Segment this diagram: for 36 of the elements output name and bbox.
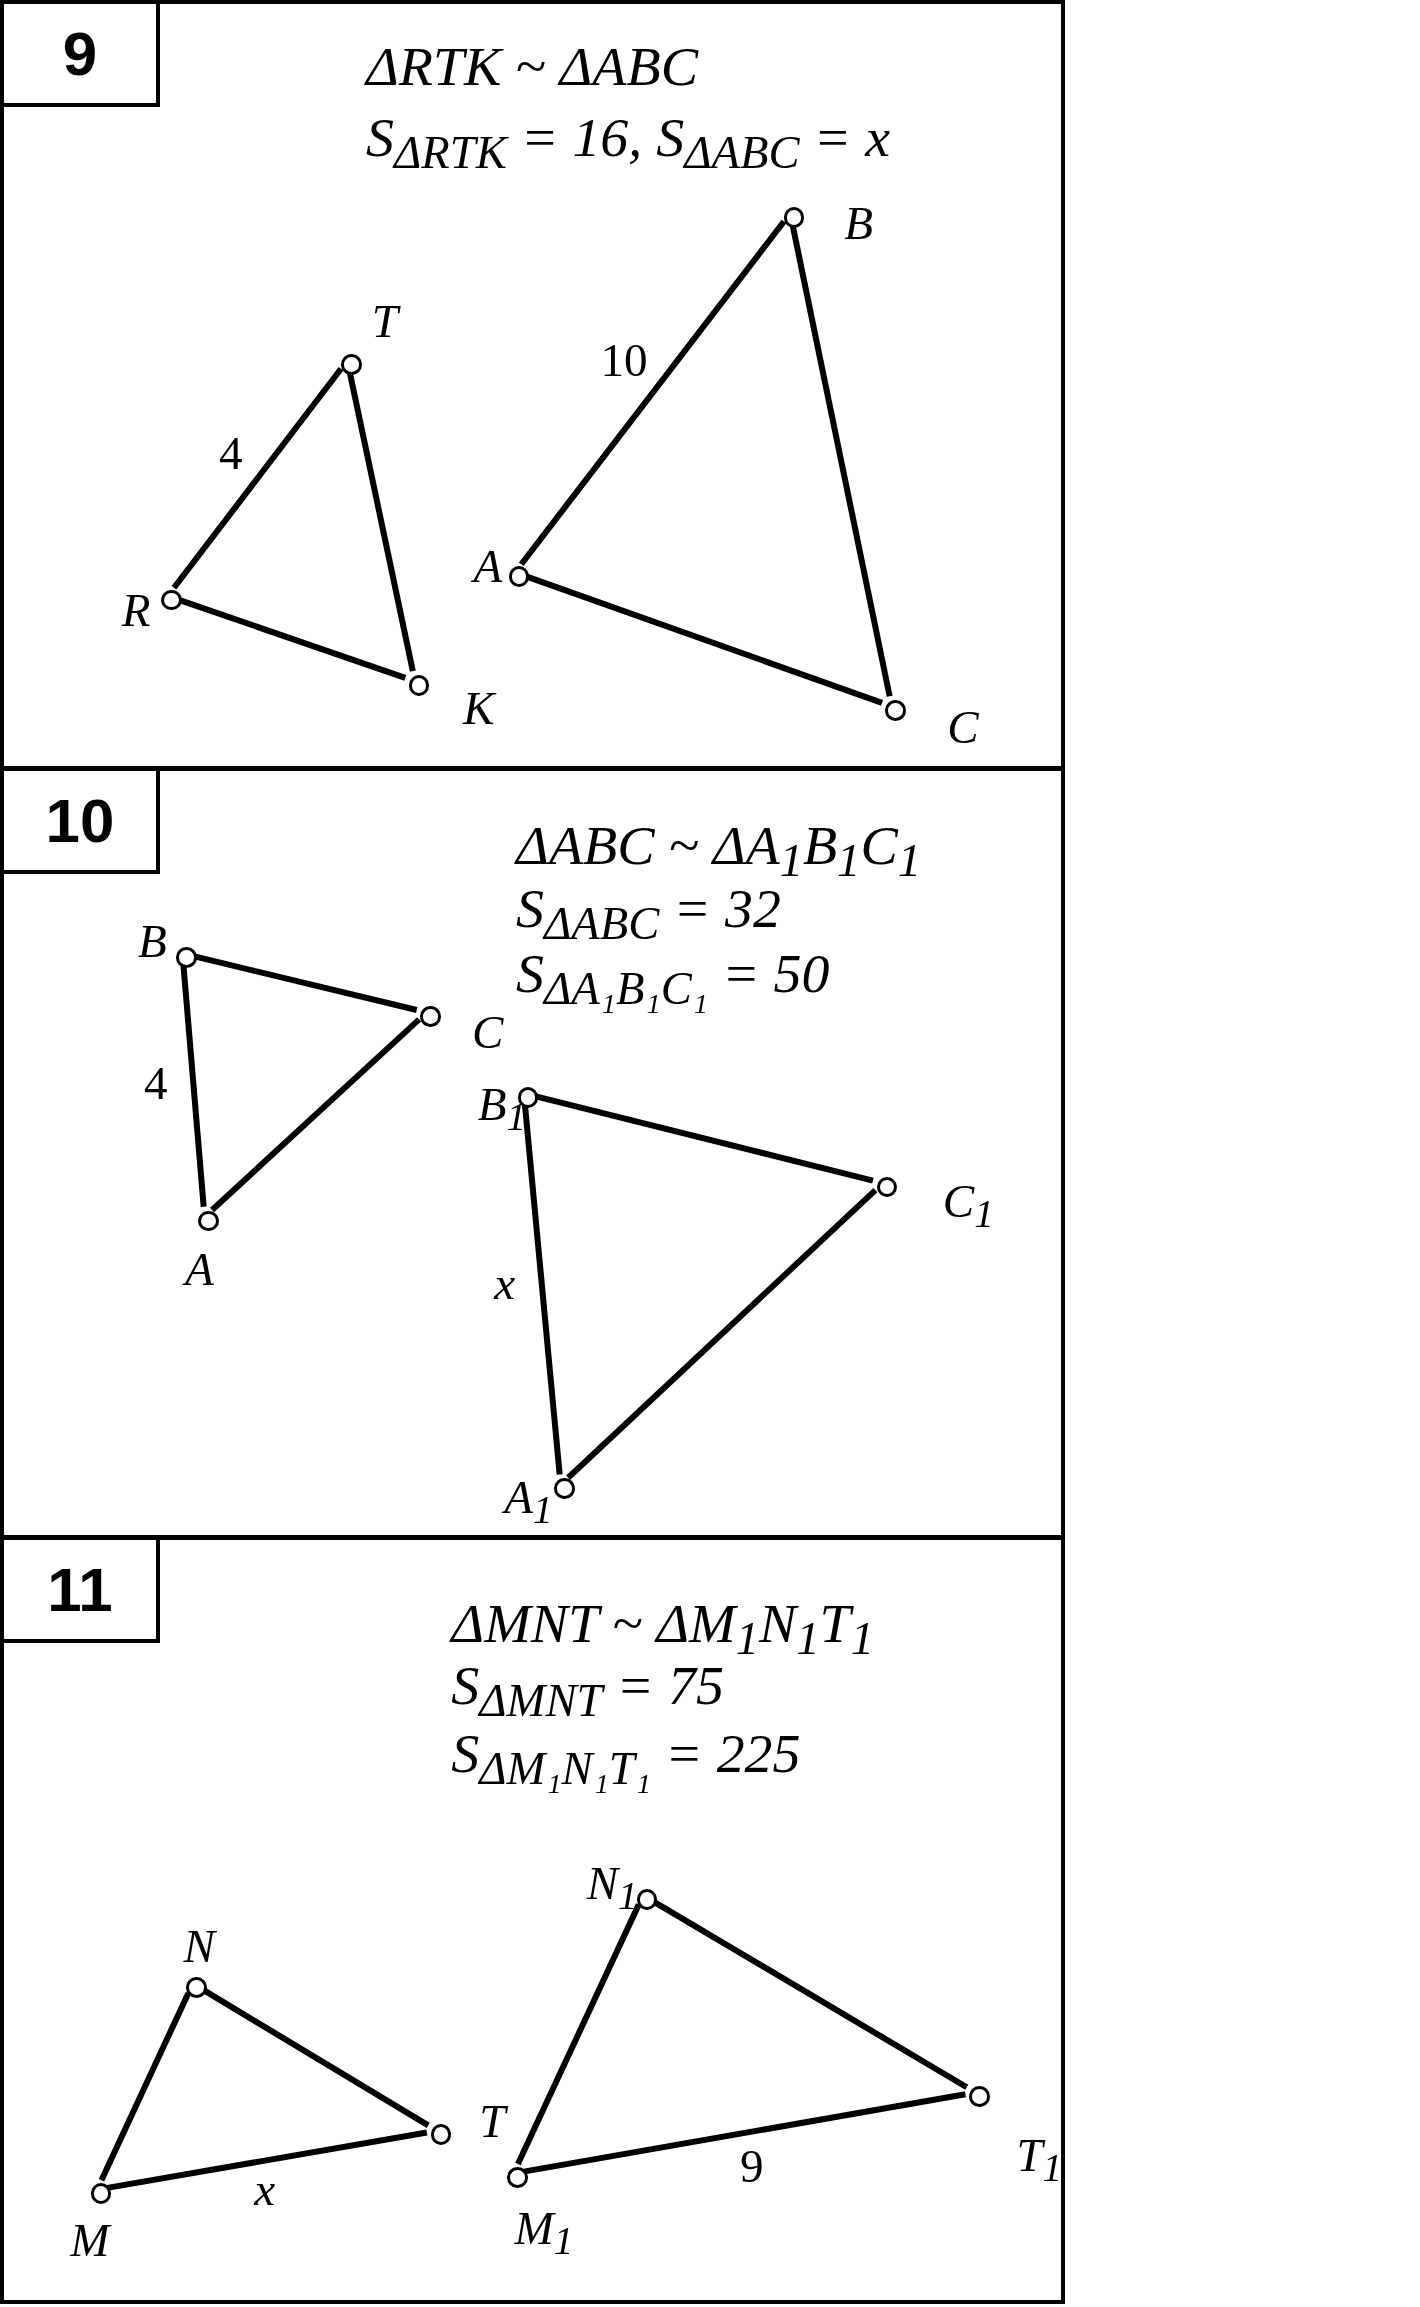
vertex-label: T$_{1}$: [1016, 2131, 1063, 2188]
problem-panel: [0, 1536, 1066, 2305]
vertex-label: M: [70, 2217, 110, 2265]
vertex-label: M$_{1}$: [514, 2205, 574, 2261]
problem-number: 10: [4, 770, 160, 874]
condition-text: ΔRTK ~ ΔABC: [366, 39, 698, 96]
triangle-side: [106, 2129, 428, 2191]
vertex-label: C$_{1}$: [942, 1178, 994, 1234]
condition-text: S$_{ΔABC}$ = 32: [516, 881, 781, 947]
vertex-label: C: [947, 704, 979, 752]
condition-text: S$_{ΔM₁N₁T₁}$ = 225: [451, 1725, 801, 1792]
problem-number: 11: [4, 1540, 160, 1644]
vertex-label: A: [473, 542, 503, 590]
triangle-side: [210, 1017, 422, 1213]
vertex-label: T: [371, 298, 399, 346]
vertex-label: N: [183, 1922, 215, 1970]
triangle-side: [515, 1903, 642, 2166]
problem-panel: [0, 0, 1066, 770]
condition-text: S$_{ΔRTK}$ = 16, S$_{ΔABC}$ = x: [366, 109, 890, 176]
triangle-side: [98, 1991, 192, 2182]
vertex-label: N$_{1}$: [586, 1859, 638, 1916]
triangle-side: [518, 219, 787, 567]
condition-text: S$_{ΔA₁B₁C₁}$ = 50: [516, 945, 830, 1012]
problem-number: 9: [4, 4, 160, 107]
vertex-label: B: [844, 199, 873, 247]
condition-text: ΔABC ~ ΔA$_{1}$B$_{1}$C$_{1}$: [516, 817, 921, 884]
vertex-label: K: [463, 685, 495, 733]
vertex-label: A: [184, 1245, 214, 1293]
triangle-side: [523, 2091, 966, 2175]
vertex-label: R: [121, 586, 151, 634]
vertex-label: B$_{1}$: [477, 1081, 527, 1137]
triangle-side: [171, 366, 344, 590]
triangle-side: [566, 1187, 878, 1480]
vertex-label: T: [479, 2097, 506, 2145]
vertex-label: C: [471, 1009, 504, 1057]
vertex-label: B: [137, 917, 167, 965]
